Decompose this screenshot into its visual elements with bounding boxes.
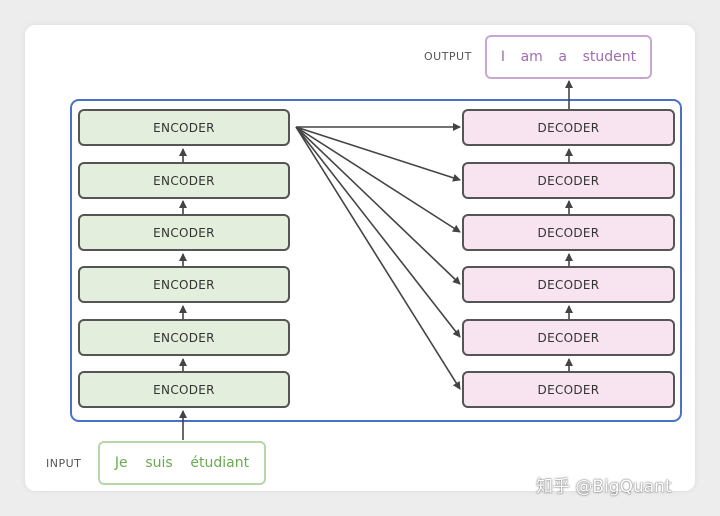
output-box: I am a student	[485, 35, 652, 79]
encoder-to-decoder-arrow	[295, 126, 461, 233]
encoder-to-decoder-arrow	[295, 126, 461, 338]
output-word: student	[582, 49, 637, 65]
output-label: OUTPUT	[424, 50, 472, 63]
input-word: étudiant	[190, 455, 250, 471]
decoder-block-4: DECODER	[462, 214, 675, 251]
encoder-block-2: ENCODER	[78, 319, 290, 356]
decoder-block-5: DECODER	[462, 162, 675, 199]
output-word: I	[500, 49, 505, 65]
decoder-block-6: DECODER	[462, 109, 675, 146]
encoder-block-4: ENCODER	[78, 214, 290, 251]
input-label: INPUT	[46, 457, 82, 470]
encoder-to-decoder-arrow	[295, 126, 461, 182]
encoder-to-decoder-arrow	[295, 126, 461, 390]
input-word: Je	[114, 455, 128, 471]
decoder-block-2: DECODER	[462, 319, 675, 356]
encoder-block-3: ENCODER	[78, 266, 290, 303]
input-box: Je suis étudiant	[98, 441, 266, 485]
encoder-to-decoder-arrow	[295, 126, 461, 285]
encoder-block-5: ENCODER	[78, 162, 290, 199]
decoder-block-1: DECODER	[462, 371, 675, 408]
decoder-block-3: DECODER	[462, 266, 675, 303]
encoder-block-6: ENCODER	[78, 109, 290, 146]
output-word: am	[520, 49, 543, 65]
encoder-block-1: ENCODER	[78, 371, 290, 408]
output-word: a	[558, 49, 568, 65]
encoder-decoder-stack-frame	[70, 99, 682, 422]
diagram-card	[25, 25, 695, 491]
watermark-text: 知乎 @BigQuant	[536, 477, 672, 497]
input-word: suis	[145, 455, 173, 471]
